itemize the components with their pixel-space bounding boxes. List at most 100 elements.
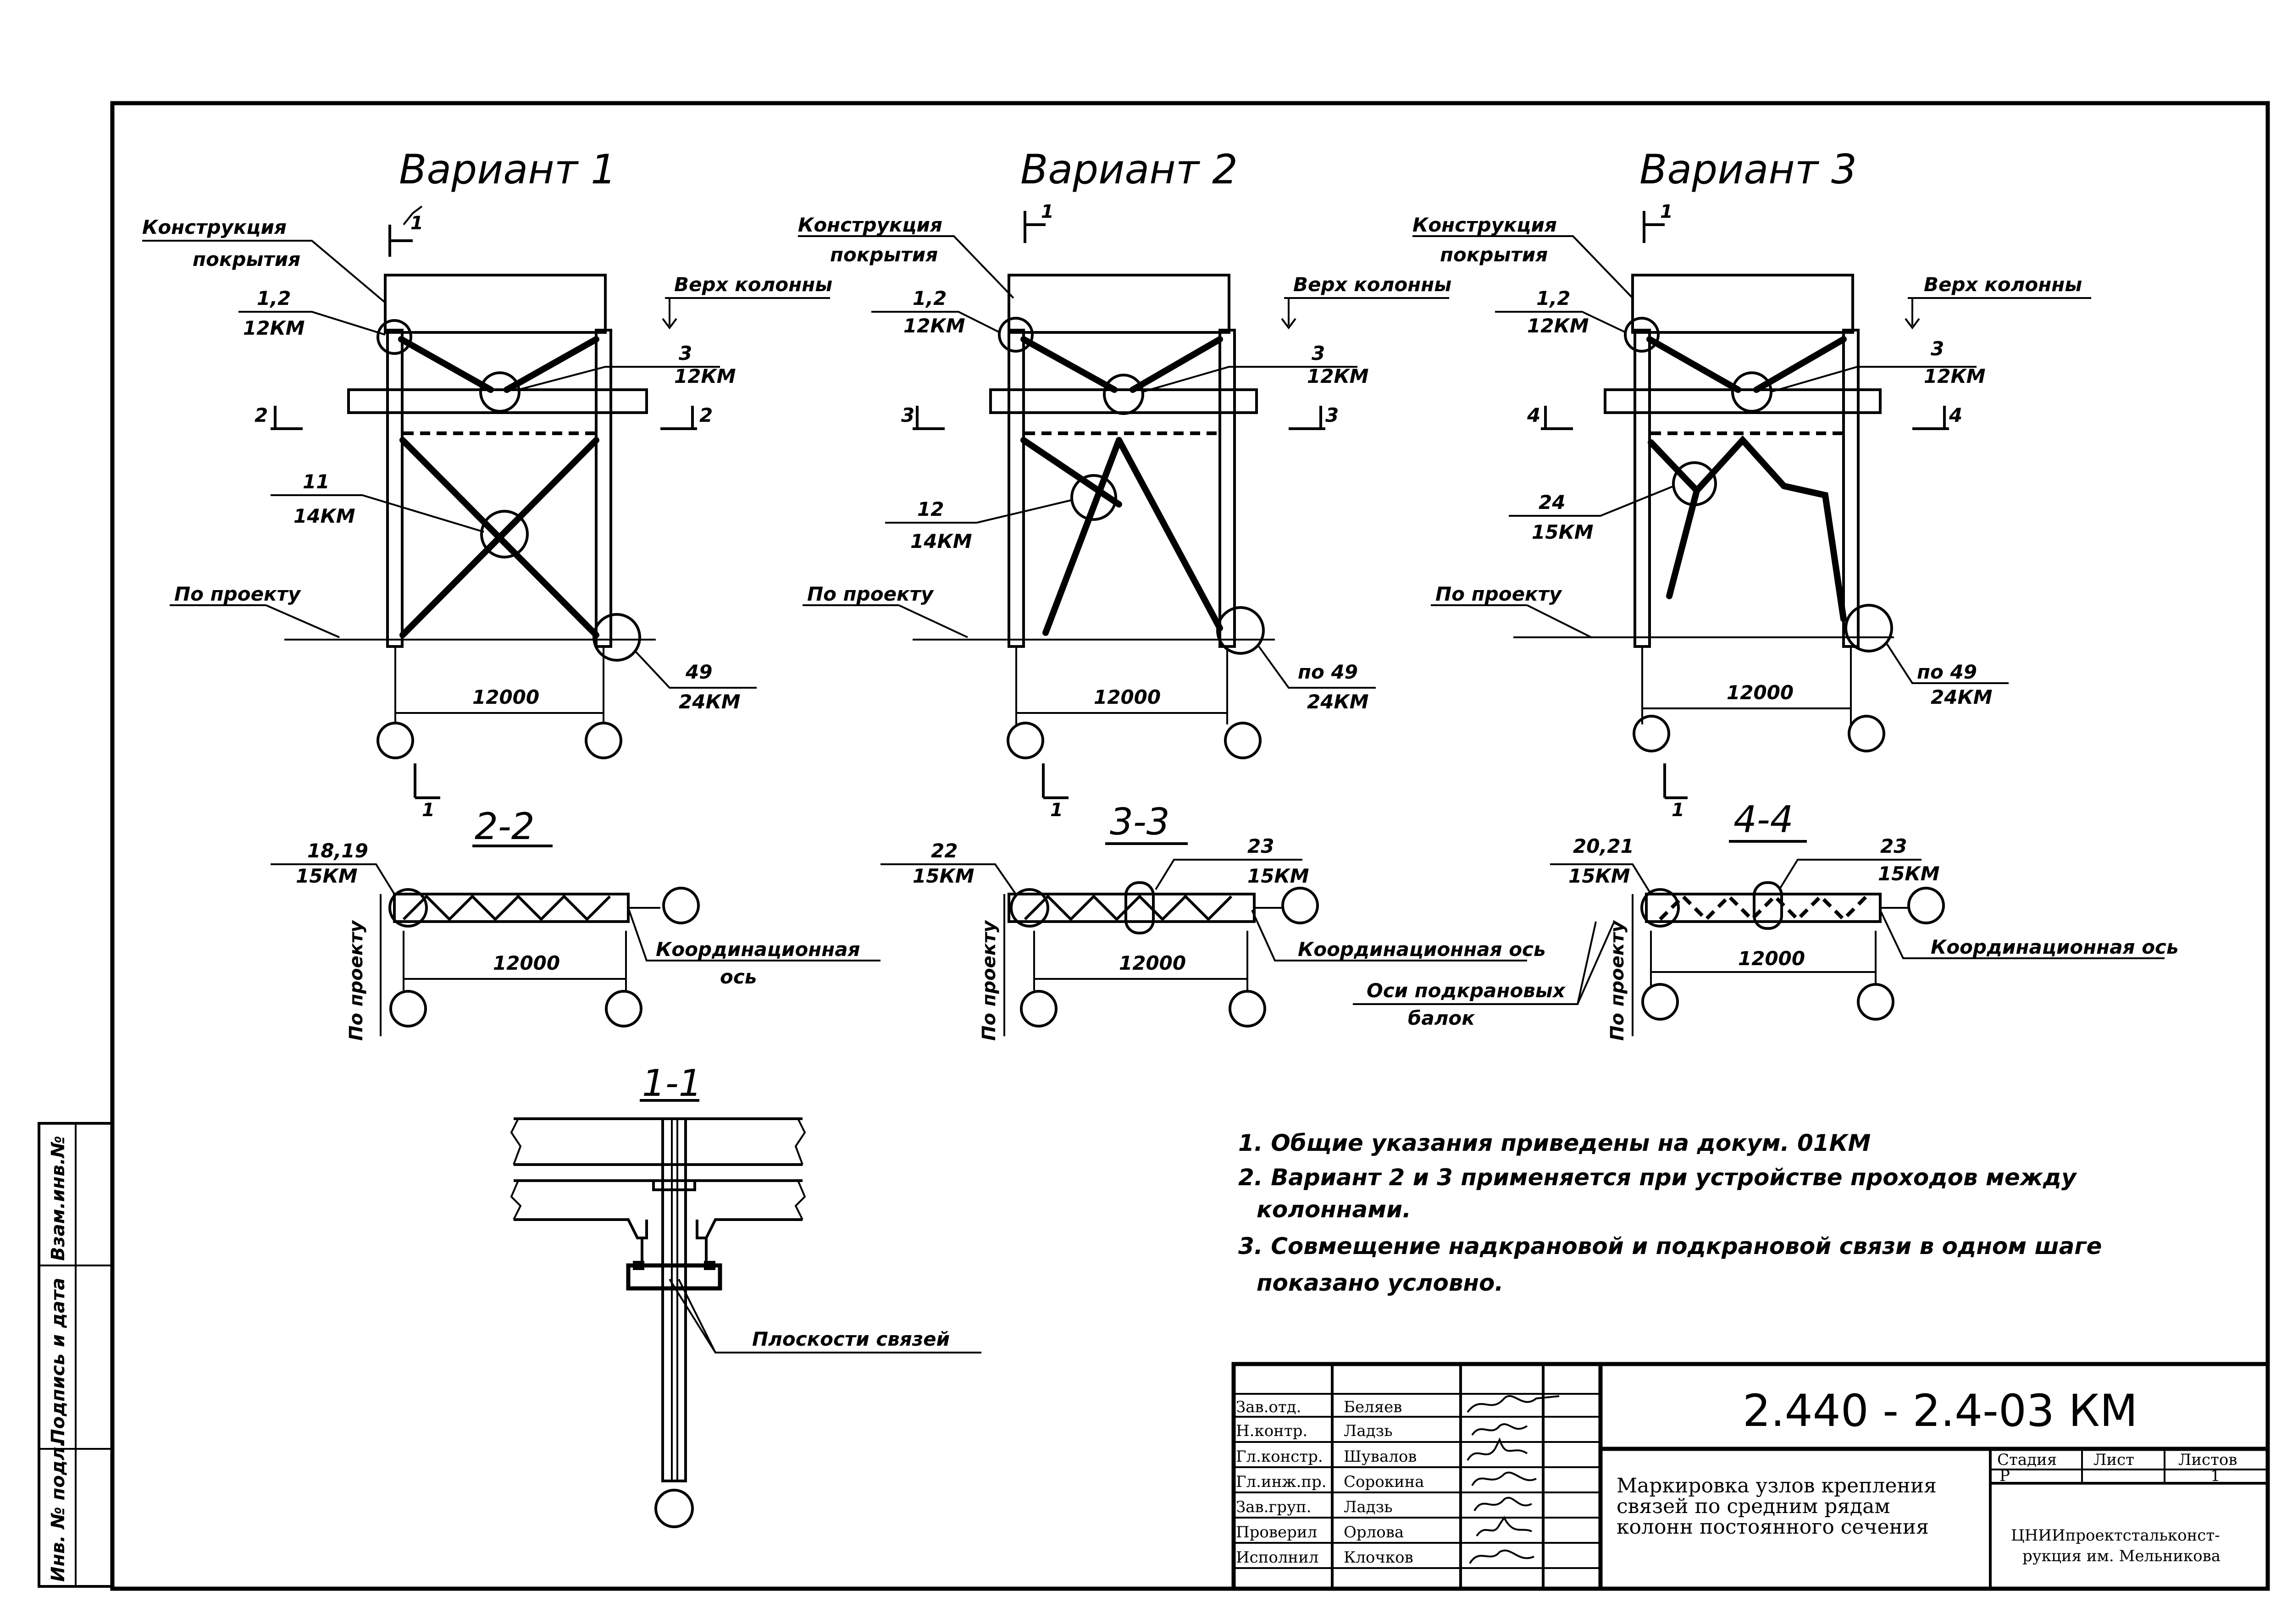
variant-2-title: Вариант 2 [1020,146,1238,193]
section-4-4-side: По проекту [1607,920,1628,1041]
section-1-1-label: Плоскости связей [752,1328,950,1350]
variant-3-node-brace-num: 24 [1539,491,1565,514]
note-3-cont: показано условно. [1257,1270,1503,1296]
notes: 1. Общие указания приведены на докум. 01… [1238,1130,2102,1296]
variant-1-by-project: По проекту [174,583,301,605]
section-3-3-axis: Координационная ось [1298,938,1546,961]
sig-role-1: Зав.отд. [1236,1398,1301,1416]
variant-1-roof-label-2: покрытия [193,248,300,271]
variant-3-node-mid-doc: 12КМ [1924,365,1986,387]
variant-1-node-brace-doc: 14КМ [293,505,355,527]
variant-2-node-top-doc: 12КМ [903,315,965,337]
variant-3-by-project: По проекту [1435,583,1562,605]
sig-name-7: Клочков [1344,1548,1413,1567]
note-1: 1. Общие указания приведены на докум. 01… [1238,1130,1871,1156]
sig-name-6: Орлова [1344,1523,1404,1541]
section-2-2-axis-1: Координационная [656,938,860,961]
variant-3-span: 12000 [1727,681,1794,704]
variant-2-cut-bottom: 1 [1050,800,1063,821]
section-1-1-title: 1-1 [642,1062,702,1105]
section-4-4-beam-axes-2: балок [1408,1007,1475,1029]
variant-3-title: Вариант 3 [1639,146,1857,193]
variant-2-node-top-num: 1,2 [913,287,947,309]
variant-3-cut-bottom: 1 [1672,800,1684,821]
sig-role-3: Гл.констр. [1236,1447,1323,1466]
sig-role-4: Гл.инж.пр. [1236,1473,1327,1491]
variant-1-section-left: 2 [255,404,268,426]
section-2-2-axis-2: ось [720,966,757,988]
variant-3-roof-label-2: покрытия [1440,243,1548,266]
variant-1-node-mid-doc: 12КМ [674,365,736,387]
sig-name-3: Шувалов [1344,1447,1417,1466]
section-4-4-node-left-num: 20,21 [1573,835,1634,857]
handwritten-signatures [1467,1395,1560,1564]
title-block: 2.440 - 2.4-03 КМ Маркировка узлов крепл… [1231,1362,2270,1591]
variant-3: Вариант 3 Конструкция покрытия 1 Верх ко… [1412,146,2091,821]
variant-1-roof-label-1: Конструкция [142,216,287,238]
variant-3-top-of-column: Верх колонны [1924,273,2082,296]
note-3: 3. Совмещение надкрановой и подкрановой … [1238,1233,2102,1259]
sheet-frame [110,101,2270,1591]
variant-2-node-brace-doc: 14КМ [910,530,972,552]
section-4-4-beam-axes-1: Оси подкрановых [1367,979,1566,1002]
section-3-3: 3-3 22 15КМ 23 15КМ Координационная ось … [880,801,1546,1041]
section-4-4: 4-4 20,21 15КМ 23 15КМ Координационная о… [1353,798,2179,1041]
section-1-1: 1-1 Плоскости связей [510,1062,981,1528]
variant-3-node-base-doc: 24КМ [1931,686,1993,708]
title-block-org-1: ЦНИИпроектстальконст- [2011,1526,2220,1545]
section-4-4-node-right-num: 23 [1880,835,1907,857]
variant-1-section-right: 2 [699,404,713,426]
variant-2-node-base-num: по 49 [1298,661,1358,683]
variant-2-roof-label-2: покрытия [830,243,938,266]
variant-1-node-base-num: 49 [685,661,712,683]
section-4-4-node-right-doc: 15КМ [1878,862,1940,885]
variant-2-top-of-column: Верх колонны [1293,273,1451,296]
variant-2-section-left: 3 [901,404,914,426]
section-3-3-node-left-doc: 15КМ [913,865,975,887]
variant-1-top-of-column: Верх колонны [674,273,832,296]
section-3-3-title: 3-3 [1110,801,1170,843]
variant-2-section-right: 3 [1325,404,1339,426]
sig-role-5: Зав.груп. [1236,1498,1311,1516]
title-block-sheets-value: 1 [2210,1467,2221,1485]
title-block-org-2: рукция им. Мельникова [2022,1547,2221,1565]
variant-2-node-base-doc: 24КМ [1307,690,1369,713]
section-4-4-node-left-doc: 15КМ [1568,865,1630,887]
variant-2: Вариант 2 Конструкция покрытия 1 Верх ко… [798,146,1451,821]
variant-3-node-top-doc: 12КМ [1527,315,1589,337]
variant-3-node-top-num: 1,2 [1536,287,1570,309]
variant-3-cut-top: 1 [1660,201,1673,222]
side-stamp-replace: Взам.инв.№ [48,1136,69,1261]
variant-1-cut-top: 1 [410,213,423,234]
sig-role-2: Н.контр. [1236,1422,1307,1440]
section-4-4-title: 4-4 [1733,798,1794,841]
variant-2-node-mid-doc: 12КМ [1307,365,1369,387]
section-2-2-node-num: 18,19 [307,840,368,862]
sig-role-6: Проверил [1236,1523,1317,1541]
side-stamp: Инв. № подл. Подпись и дата Взам.инв.№ [38,1122,114,1588]
variant-1-node-brace-num: 11 [303,470,329,493]
variant-2-node-brace-num: 12 [917,498,944,520]
note-2-cont: колоннами. [1257,1196,1411,1223]
variant-2-by-project: По проекту [807,583,934,605]
section-2-2-side: По проекту [346,920,367,1041]
section-3-3-node-left-num: 22 [931,840,958,862]
variant-1: Вариант 1 Конструкция покрытия 1 Верх ко… [142,146,832,821]
variant-2-span: 12000 [1094,686,1161,708]
side-stamp-sign: Подпись и дата [48,1278,69,1444]
side-stamp-inv: Инв. № подл. [48,1440,69,1582]
section-3-3-node-right-doc: 15КМ [1247,865,1309,887]
section-2-2-node-doc: 15КМ [296,865,358,887]
note-2: 2. Вариант 2 и 3 применяется при устройс… [1238,1164,2077,1191]
title-block-desc-2: связей по средним рядам [1617,1495,1890,1518]
variant-2-node-mid-num: 3 [1312,342,1325,365]
variant-3-roof-label-1: Конструкция [1412,214,1557,236]
section-2-2-title: 2-2 [475,805,535,848]
section-3-3-span: 12000 [1119,952,1186,974]
title-block-stage-header: Стадия [1997,1451,2057,1469]
variant-1-cut-bottom: 1 [422,800,435,821]
title-block-stage-value: Р [1999,1467,2010,1485]
sig-name-5: Ладзь [1344,1498,1393,1516]
title-block-code: 2.440 - 2.4-03 КМ [1743,1385,2137,1436]
variant-3-section-left: 4 [1527,404,1540,426]
